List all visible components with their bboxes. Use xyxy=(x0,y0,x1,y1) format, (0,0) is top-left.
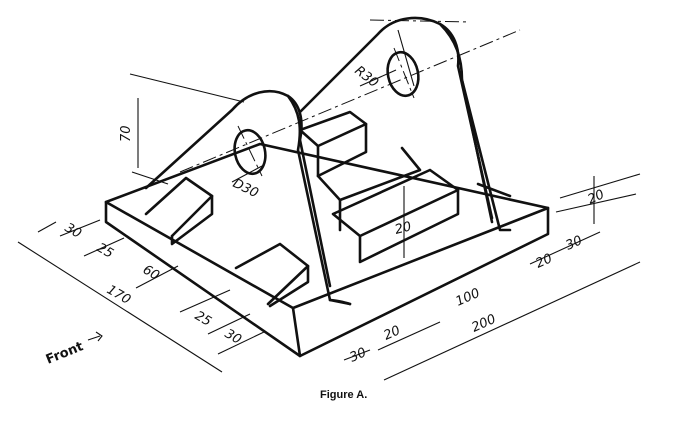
front-view-indicator: Front xyxy=(44,331,103,368)
dim-right-30: 30 xyxy=(564,233,585,253)
dim-bottom-30: 30 xyxy=(348,345,369,365)
dim-rib-20: 20 xyxy=(393,219,413,238)
dim-right-20b: 20 xyxy=(586,187,607,207)
dim-bottom-20: 20 xyxy=(382,323,403,343)
dim-left-60: 60 xyxy=(140,262,162,283)
center-blocks xyxy=(298,110,512,264)
centerlines xyxy=(179,19,521,177)
dim-height-70: 70 xyxy=(119,125,134,142)
dim-left-25a: 25 xyxy=(94,240,116,261)
dim-bottom-200: 200 xyxy=(470,312,499,336)
dim-left-30b: 30 xyxy=(222,326,244,347)
front-wedge-blocks xyxy=(144,176,310,308)
front-label: Front xyxy=(44,339,86,367)
dim-left-170: 170 xyxy=(104,282,133,307)
dim-bottom-100: 100 xyxy=(454,286,483,310)
dim-radius-r30: R30 xyxy=(352,63,381,91)
dim-hole-d30: D30 xyxy=(230,176,260,201)
figure-caption: Figure A. xyxy=(320,389,367,401)
dim-left-30: 30 xyxy=(62,220,84,241)
front-arrow-icon xyxy=(87,331,103,342)
dimension-labels: 70 R30 D30 20 30 25 60 170 25 30 30 20 1… xyxy=(62,63,607,365)
dim-right-20a: 20 xyxy=(534,251,555,271)
dimension-lines xyxy=(17,29,641,381)
right-upright xyxy=(298,16,512,232)
left-upright xyxy=(144,89,352,306)
dim-left-25b: 25 xyxy=(192,308,214,329)
